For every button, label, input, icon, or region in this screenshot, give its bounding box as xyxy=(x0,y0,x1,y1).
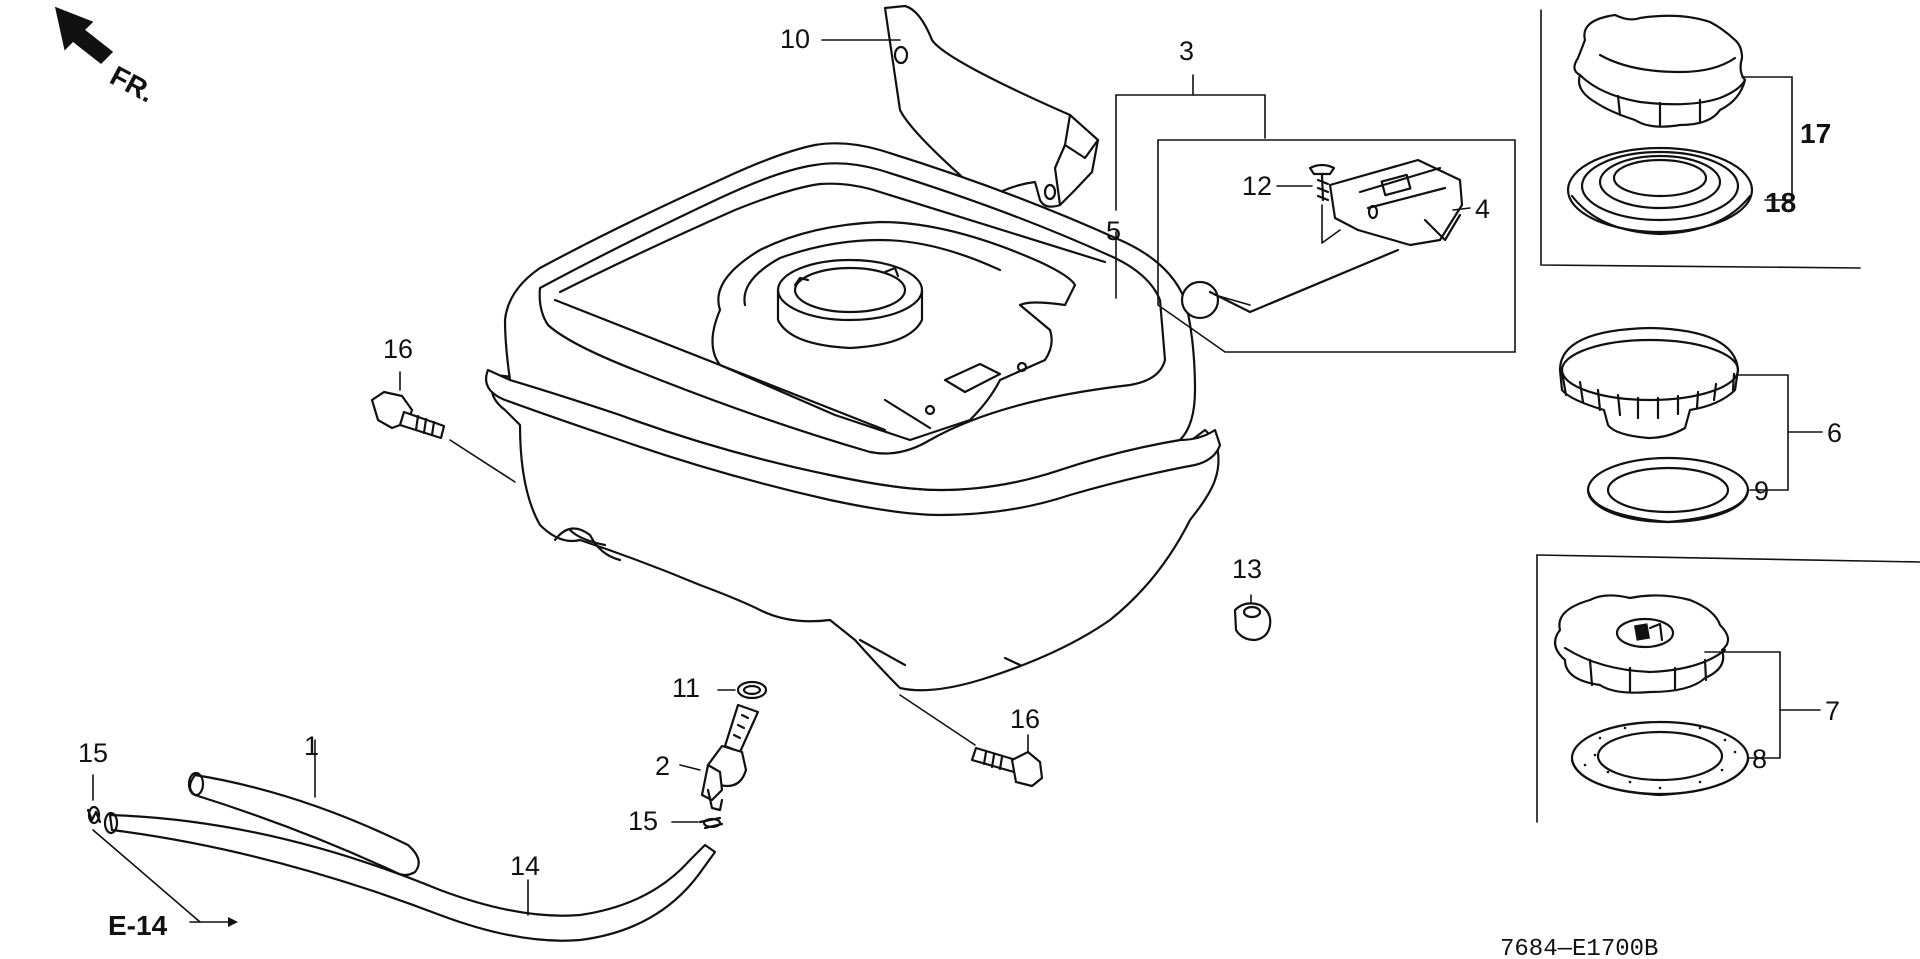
callout-12: 12 xyxy=(1242,171,1272,201)
section-reference-label: E-14 xyxy=(108,910,168,941)
callout-1: 1 xyxy=(304,731,319,761)
callout-15-right: 15 xyxy=(628,806,658,836)
part-13-nut xyxy=(1233,594,1272,642)
part-2-fuel-valve xyxy=(679,680,768,812)
parts-6-9-fuel-cap-set xyxy=(1558,326,1823,524)
callout-14: 14 xyxy=(510,851,540,881)
callout-10: 10 xyxy=(780,24,810,54)
callout-5: 5 xyxy=(1106,216,1121,246)
callout-2: 2 xyxy=(655,751,670,781)
part-15-hose-clip-right xyxy=(671,816,724,830)
callout-6: 6 xyxy=(1827,418,1842,448)
part-3-fuel-gauge-assembly xyxy=(1115,74,1516,353)
front-direction-label: FR. xyxy=(105,60,159,109)
callout-7: 7 xyxy=(1825,696,1840,726)
part-10-bracket xyxy=(883,4,1100,208)
part-15-hose-clip-left xyxy=(86,774,102,825)
callout-16-upper: 16 xyxy=(383,334,413,364)
front-direction-arrow-icon xyxy=(54,6,114,65)
part-16-bolt-lower xyxy=(899,694,1044,788)
part-16-bolt-upper xyxy=(370,371,516,483)
drawing-code: 7684—E1700B xyxy=(1500,936,1658,959)
callout-11: 11 xyxy=(672,673,700,703)
parts-7-8-fuel-cap-set xyxy=(1536,554,1920,823)
callout-13: 13 xyxy=(1232,554,1262,584)
part-14-fuel-tube xyxy=(103,811,717,942)
callout-3: 3 xyxy=(1179,36,1194,66)
callout-9: 9 xyxy=(1754,476,1769,506)
parts-17-18-fuel-cap-set xyxy=(1540,9,1861,269)
callout-4: 4 xyxy=(1475,194,1490,224)
callout-16-lower: 16 xyxy=(1010,704,1040,734)
part-1-fuel-tube xyxy=(187,739,420,877)
callout-18: 18 xyxy=(1765,187,1796,218)
fuel-pump-symbol-icon xyxy=(1615,617,1675,649)
callout-17: 17 xyxy=(1800,118,1831,149)
callout-8: 8 xyxy=(1752,744,1767,774)
callout-15-left: 15 xyxy=(78,738,108,768)
section-reference-arrow xyxy=(92,829,238,927)
